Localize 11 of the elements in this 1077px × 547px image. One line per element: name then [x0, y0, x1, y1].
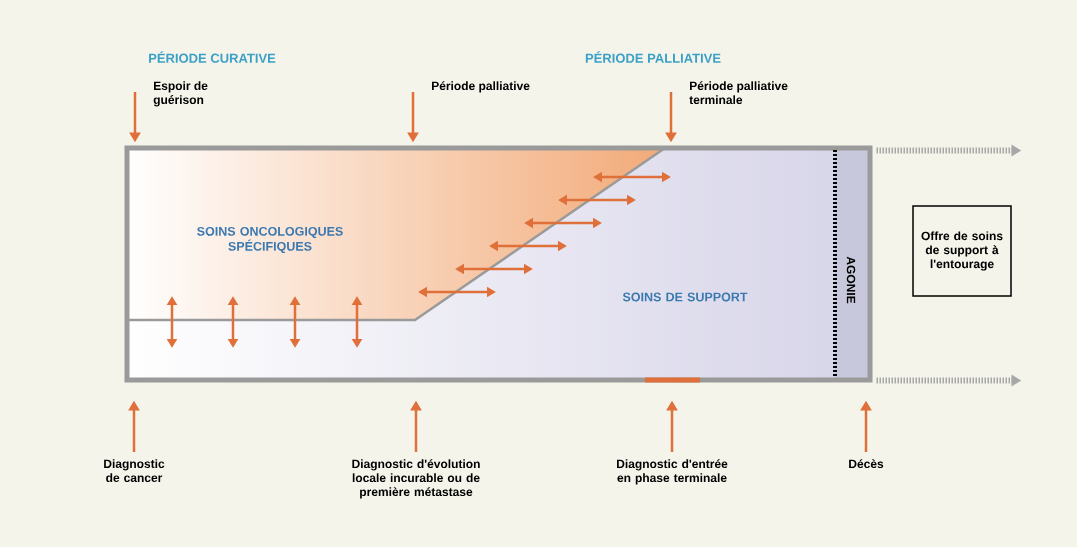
event-label: Diagnostic d'entrée en phase terminale	[617, 459, 728, 485]
period-heading: PÉRIODE CURATIVE	[149, 51, 276, 63]
event-label: Décès	[849, 459, 884, 469]
event-label: Diagnostic de cancer	[104, 459, 165, 482]
event-label: Espoir de guérison	[153, 81, 208, 107]
event-label: Période palliative	[432, 81, 530, 93]
period-heading: PÉRIODE PALLIATIVE	[585, 51, 721, 63]
event-label: Diagnostic d'évolution locale incurable ou de première métastase	[352, 459, 480, 499]
info-box: Offre de soins de support à l'entourage	[912, 205, 1012, 297]
event-label: Période palliative terminale	[689, 81, 788, 105]
phase-label: AGONIE	[846, 256, 856, 304]
